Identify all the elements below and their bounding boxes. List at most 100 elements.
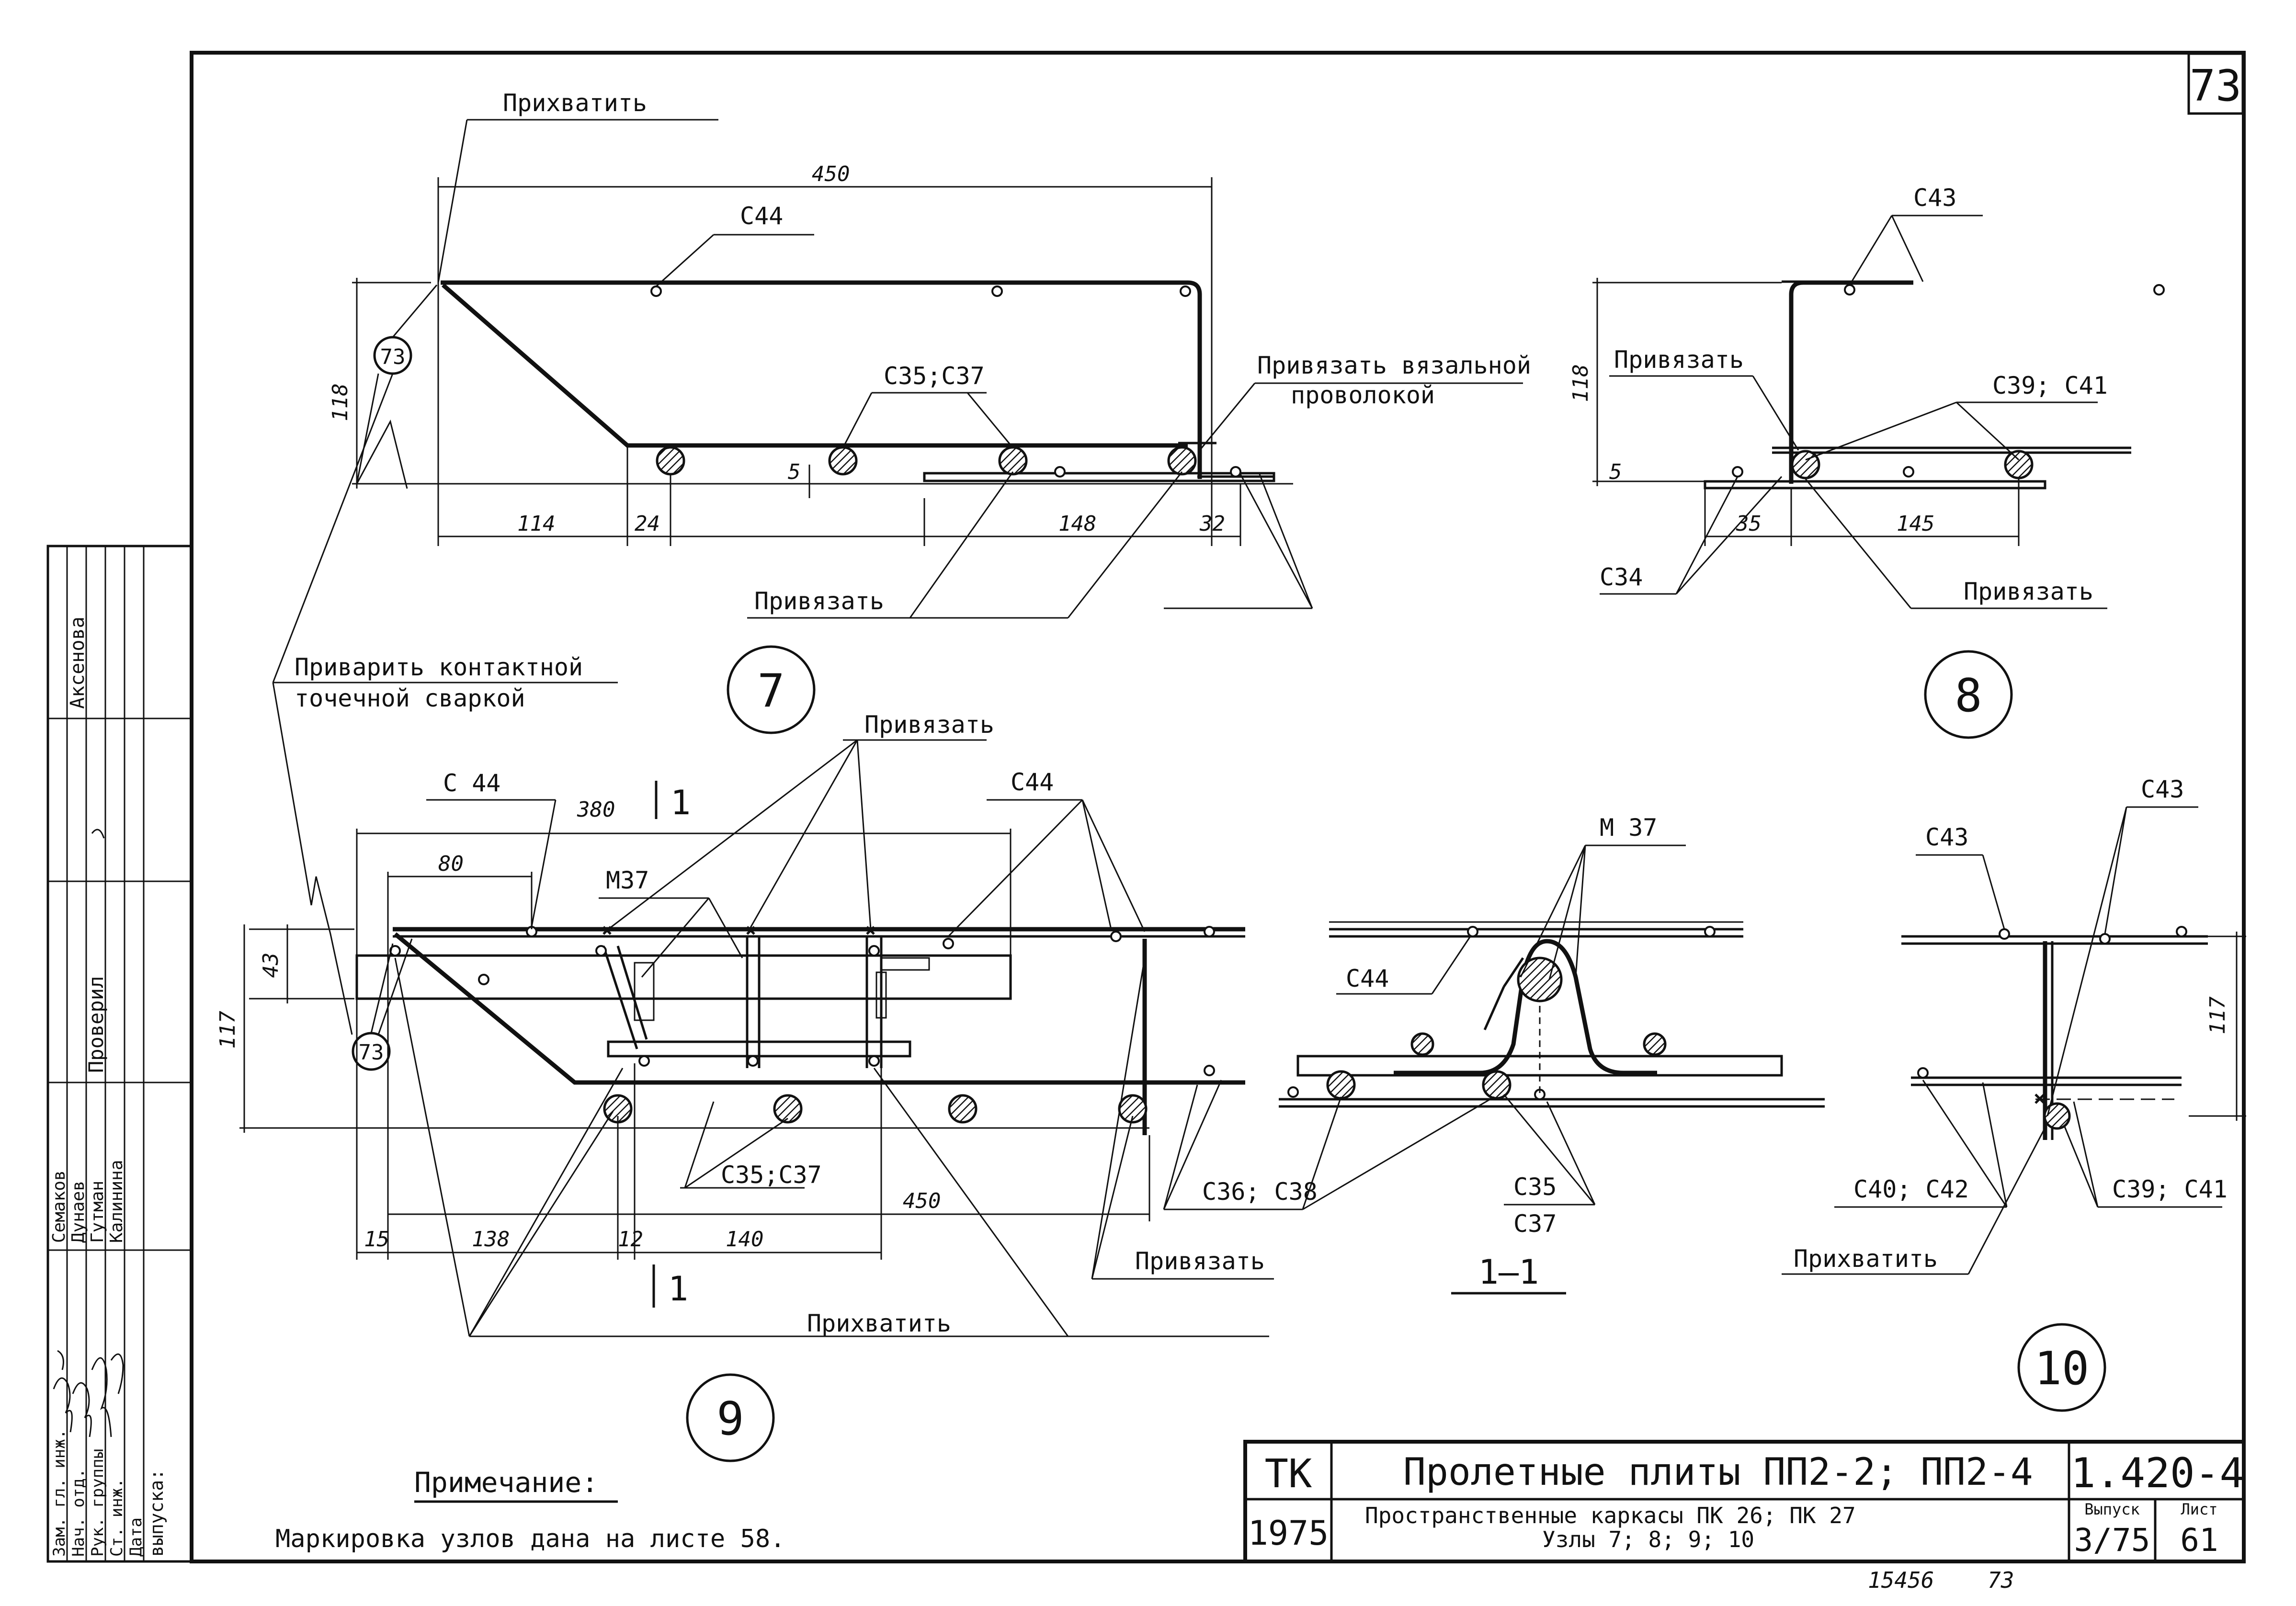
node7-label-tie: Привязать <box>754 587 884 615</box>
title-sheet-label: Лист <box>2181 1500 2217 1518</box>
note: Примечание: Маркировка узлов дана на лис… <box>275 1466 785 1553</box>
title-org: ТК <box>1265 1451 1312 1497</box>
title-main: Пролетные плиты ПП2-2; ПП2-4 <box>1403 1451 2033 1494</box>
node8-label-c43: С43 <box>1913 184 1956 212</box>
weld-note: Приварить контактной точечной сваркой <box>272 373 618 1035</box>
node7-label-tie-wire-2: проволокой <box>1291 381 1435 409</box>
node7-label-tie-wire-1: Привязать вязальной <box>1257 352 1531 379</box>
node9-label-tie-2: Привязать <box>1135 1247 1265 1275</box>
signature-4 <box>110 1353 124 1394</box>
node9-dim-140: 140 <box>726 1227 763 1252</box>
node9-dim-450: 450 <box>903 1189 941 1213</box>
node7-weld-mark: 73 <box>380 345 406 369</box>
stamp-role-3: Рук. группы <box>88 1449 107 1557</box>
node8-dim-5: 5 <box>1609 460 1622 484</box>
title-issue-value: 3/75 <box>2074 1522 2150 1559</box>
node9-dim-138: 138 <box>472 1227 510 1252</box>
node9-dim-380: 380 <box>577 797 615 822</box>
signature-5 <box>91 829 105 839</box>
title-series: 1.420-4 <box>2071 1449 2244 1497</box>
node9-weld-mark: 73 <box>359 1040 384 1065</box>
node10-dim-117: 117 <box>2205 996 2230 1035</box>
node9-dim-12: 12 <box>618 1227 643 1252</box>
node8-dim-145: 145 <box>1897 512 1934 536</box>
node8-label-tie: Привязать <box>1614 346 1744 374</box>
node7-label-c44: С44 <box>740 202 783 230</box>
node9-label-c44-left: С 44 <box>443 769 500 797</box>
node7-dim-24: 24 <box>635 512 660 536</box>
stamp-role-2: Нач. отд. <box>69 1469 88 1557</box>
section-1-1: М 37 С44 С35 С37 1—1 <box>1279 814 1825 1295</box>
note-text: Маркировка узлов дана на листе 58. <box>275 1525 785 1553</box>
node9-dim-15: 15 <box>364 1227 389 1252</box>
signature-1 <box>53 1350 73 1433</box>
node-9: 73 С 44 380 1 Привязать М37 С44 С35;С37 … <box>216 711 1318 1462</box>
node9-dim-117: 117 <box>216 1011 240 1049</box>
title-sheet-value: 61 <box>2180 1522 2218 1559</box>
node7-dim-5: 5 <box>788 460 801 484</box>
node9-number: 9 <box>716 1393 744 1446</box>
node9-label-c44-right: С44 <box>1011 768 1054 796</box>
node8-label-c34: С34 <box>1600 563 1643 591</box>
stamp-name-4: Калинина <box>107 1160 126 1243</box>
section-label-c35: С35 <box>1513 1173 1557 1201</box>
stamp-issue: выпуска: <box>146 1469 167 1557</box>
node9-label-tie: Привязать <box>864 711 994 739</box>
stamp-role-4: Ст. инж. <box>107 1478 126 1557</box>
node9-label-c35c37: С35;С37 <box>721 1161 822 1189</box>
stamp-checked: Проверил <box>84 976 108 1073</box>
node7-dim-148: 148 <box>1058 512 1096 536</box>
node8-label-c39c41: С39; С41 <box>1992 372 2108 399</box>
stamp-checker: Аксенова <box>67 616 89 709</box>
node7-dim-32: 32 <box>1199 512 1225 536</box>
node9-section-mark-top: 1 <box>671 783 691 822</box>
section-label-m37: М 37 <box>1600 814 1657 842</box>
node9-dim-43: 43 <box>259 953 283 978</box>
section-label-c37: С37 <box>1513 1210 1557 1238</box>
node7-dim-450: 450 <box>812 162 850 186</box>
node9-section-mark-bottom: 1 <box>668 1269 688 1309</box>
signature-3 <box>91 1357 112 1437</box>
node-10: С43 С43 117 С40; С42 С39; С41 Прихватить… <box>1782 775 2246 1412</box>
node7-label-c35c37: С35;С37 <box>884 362 985 390</box>
node10-label-tack: Прихватить <box>1794 1245 1938 1273</box>
title-issue-label: Выпуск <box>2084 1500 2140 1518</box>
node-7: 73 Прихватить С44 С35;С37 Привязать вяза… <box>328 89 1531 734</box>
node10-label-c39c41: С39; С41 <box>2112 1175 2228 1203</box>
weld-note-line1: Приварить контактной <box>295 653 583 681</box>
section-title: 1—1 <box>1478 1253 1539 1292</box>
node9-dim-80: 80 <box>438 852 464 876</box>
title-sub-1: Пространственные каркасы ПК 26; ПК 27 <box>1365 1503 1856 1528</box>
node8-label-tie-2: Привязать <box>1964 578 2093 605</box>
stamp-name-3: Гутман <box>88 1181 107 1243</box>
note-heading: Примечание: <box>414 1466 598 1499</box>
stamp-role-5: Дата <box>126 1517 146 1557</box>
sheet-corner-number: 73 <box>2190 61 2241 111</box>
node7-dim-118: 118 <box>328 383 352 421</box>
node7-dim-114: 114 <box>517 512 555 536</box>
node7-number: 7 <box>757 665 784 718</box>
node7-label-tack: Прихватить <box>503 89 647 117</box>
node9-label-c36c38: С36; С38 <box>1202 1178 1318 1206</box>
sheet-bottom-left-number: 15456 <box>1868 1567 1934 1593</box>
weld-note-line2: точечной сваркой <box>295 684 525 712</box>
title-year: 1975 <box>1248 1514 1329 1553</box>
title-sub-2: Узлы 7; 8; 9; 10 <box>1542 1526 1754 1552</box>
node10-label-c40c42: С40; С42 <box>1853 1175 1969 1203</box>
node10-label-c43-right: С43 <box>2141 775 2184 803</box>
node8-dim-118: 118 <box>1569 364 1593 402</box>
node-8: С43 Привязать С39; С41 С34 Привязать 118… <box>1569 184 2165 739</box>
node10-number: 10 <box>2035 1343 2089 1395</box>
node9-label-m37: М37 <box>606 866 649 894</box>
node9-label-tack: Прихватить <box>807 1310 951 1337</box>
signature-2 <box>72 1382 92 1437</box>
sheet-frame: 73 <box>190 51 2246 1563</box>
node8-dim-35: 35 <box>1736 512 1762 536</box>
title-block: ТК 1975 Пролетные плиты ПП2-2; ПП2-4 Про… <box>1243 1440 2246 1563</box>
stamp-role-1: Зам. гл. инж. <box>50 1429 69 1557</box>
node10-label-c43-left: С43 <box>1925 823 1968 851</box>
stamp-name-2: Дунаев <box>68 1181 88 1243</box>
side-stamp: Зам. гл. инж. Нач. отд. Рук. группы Ст. … <box>46 545 193 1563</box>
sheet-bottom-right-number: 73 <box>1988 1567 2014 1593</box>
